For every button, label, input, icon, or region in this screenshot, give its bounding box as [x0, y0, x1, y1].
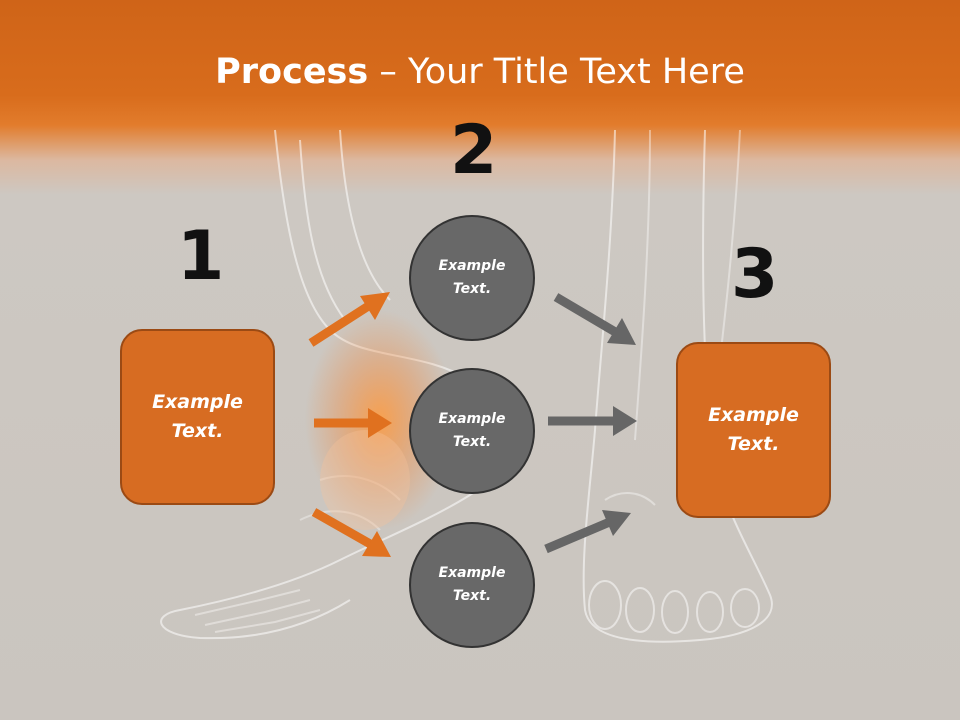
arrow-1-to-circle-2 — [314, 408, 392, 438]
orange-arrows — [308, 292, 392, 557]
title-bold: Process — [215, 52, 369, 92]
arrow-1-to-circle-3 — [311, 508, 391, 557]
gray-arrows — [544, 293, 637, 554]
title-rest: – Your Title Text Here — [368, 52, 745, 92]
arrow-circle-2-to-3 — [548, 406, 637, 436]
step-2-circle-2-text: Example Text. — [438, 411, 506, 450]
step-2-circle-3-text: Example Text. — [438, 565, 506, 604]
arrow-circle-3-to-3 — [544, 510, 631, 554]
step-1-text: Example Text. — [152, 391, 243, 442]
step-2-circle-1-text: Example Text. — [438, 258, 506, 297]
slide-title: Process – Your Title Text Here — [0, 52, 960, 92]
step-1-box: Example Text. — [120, 329, 275, 505]
step-number-1: 1 — [177, 217, 225, 296]
step-3-text: Example Text. — [708, 404, 799, 455]
step-3-box: Example Text. — [676, 342, 831, 518]
step-2-circle-1: Example Text. — [409, 215, 535, 341]
step-2-circle-3: Example Text. — [409, 522, 535, 648]
arrow-circle-1-to-3 — [553, 293, 636, 345]
step-number-3: 3 — [731, 235, 779, 314]
step-2-circle-2: Example Text. — [409, 368, 535, 494]
arrow-1-to-circle-1 — [308, 292, 390, 347]
step-number-2: 2 — [450, 111, 498, 190]
